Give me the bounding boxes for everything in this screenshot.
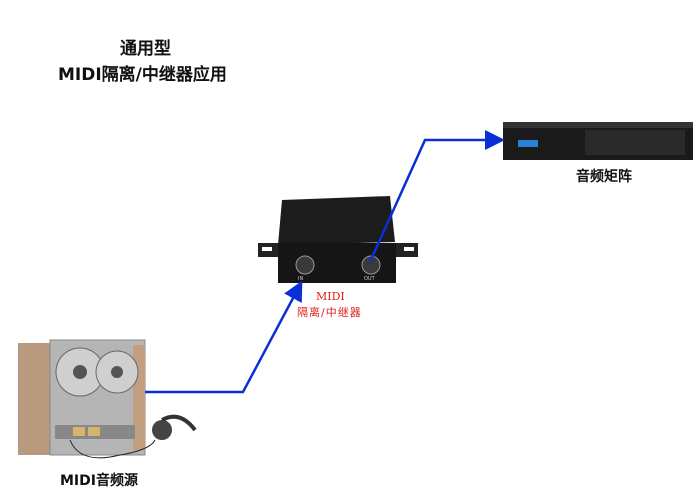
isolator-label-line2: 隔离/中继器: [297, 306, 362, 319]
connector-source-to-isolator: [145, 280, 303, 394]
midi-source-label: MIDI音频源: [60, 473, 138, 489]
reel-to-reel-device-image: [18, 339, 197, 459]
diagram-title-line1: 通用型: [120, 39, 171, 59]
connector-isolator-to-matrix: [368, 130, 505, 263]
audio-matrix-label: 音频矩阵: [576, 169, 632, 185]
isolator-port-in-label: IN: [298, 276, 304, 282]
diagram-title-line2: MIDI隔离/中继器应用: [58, 65, 227, 85]
isolator-label-line1: MIDI: [316, 290, 345, 303]
isolator-port-out-label: OUT: [364, 276, 375, 282]
audio-matrix-device-image: [503, 122, 693, 160]
